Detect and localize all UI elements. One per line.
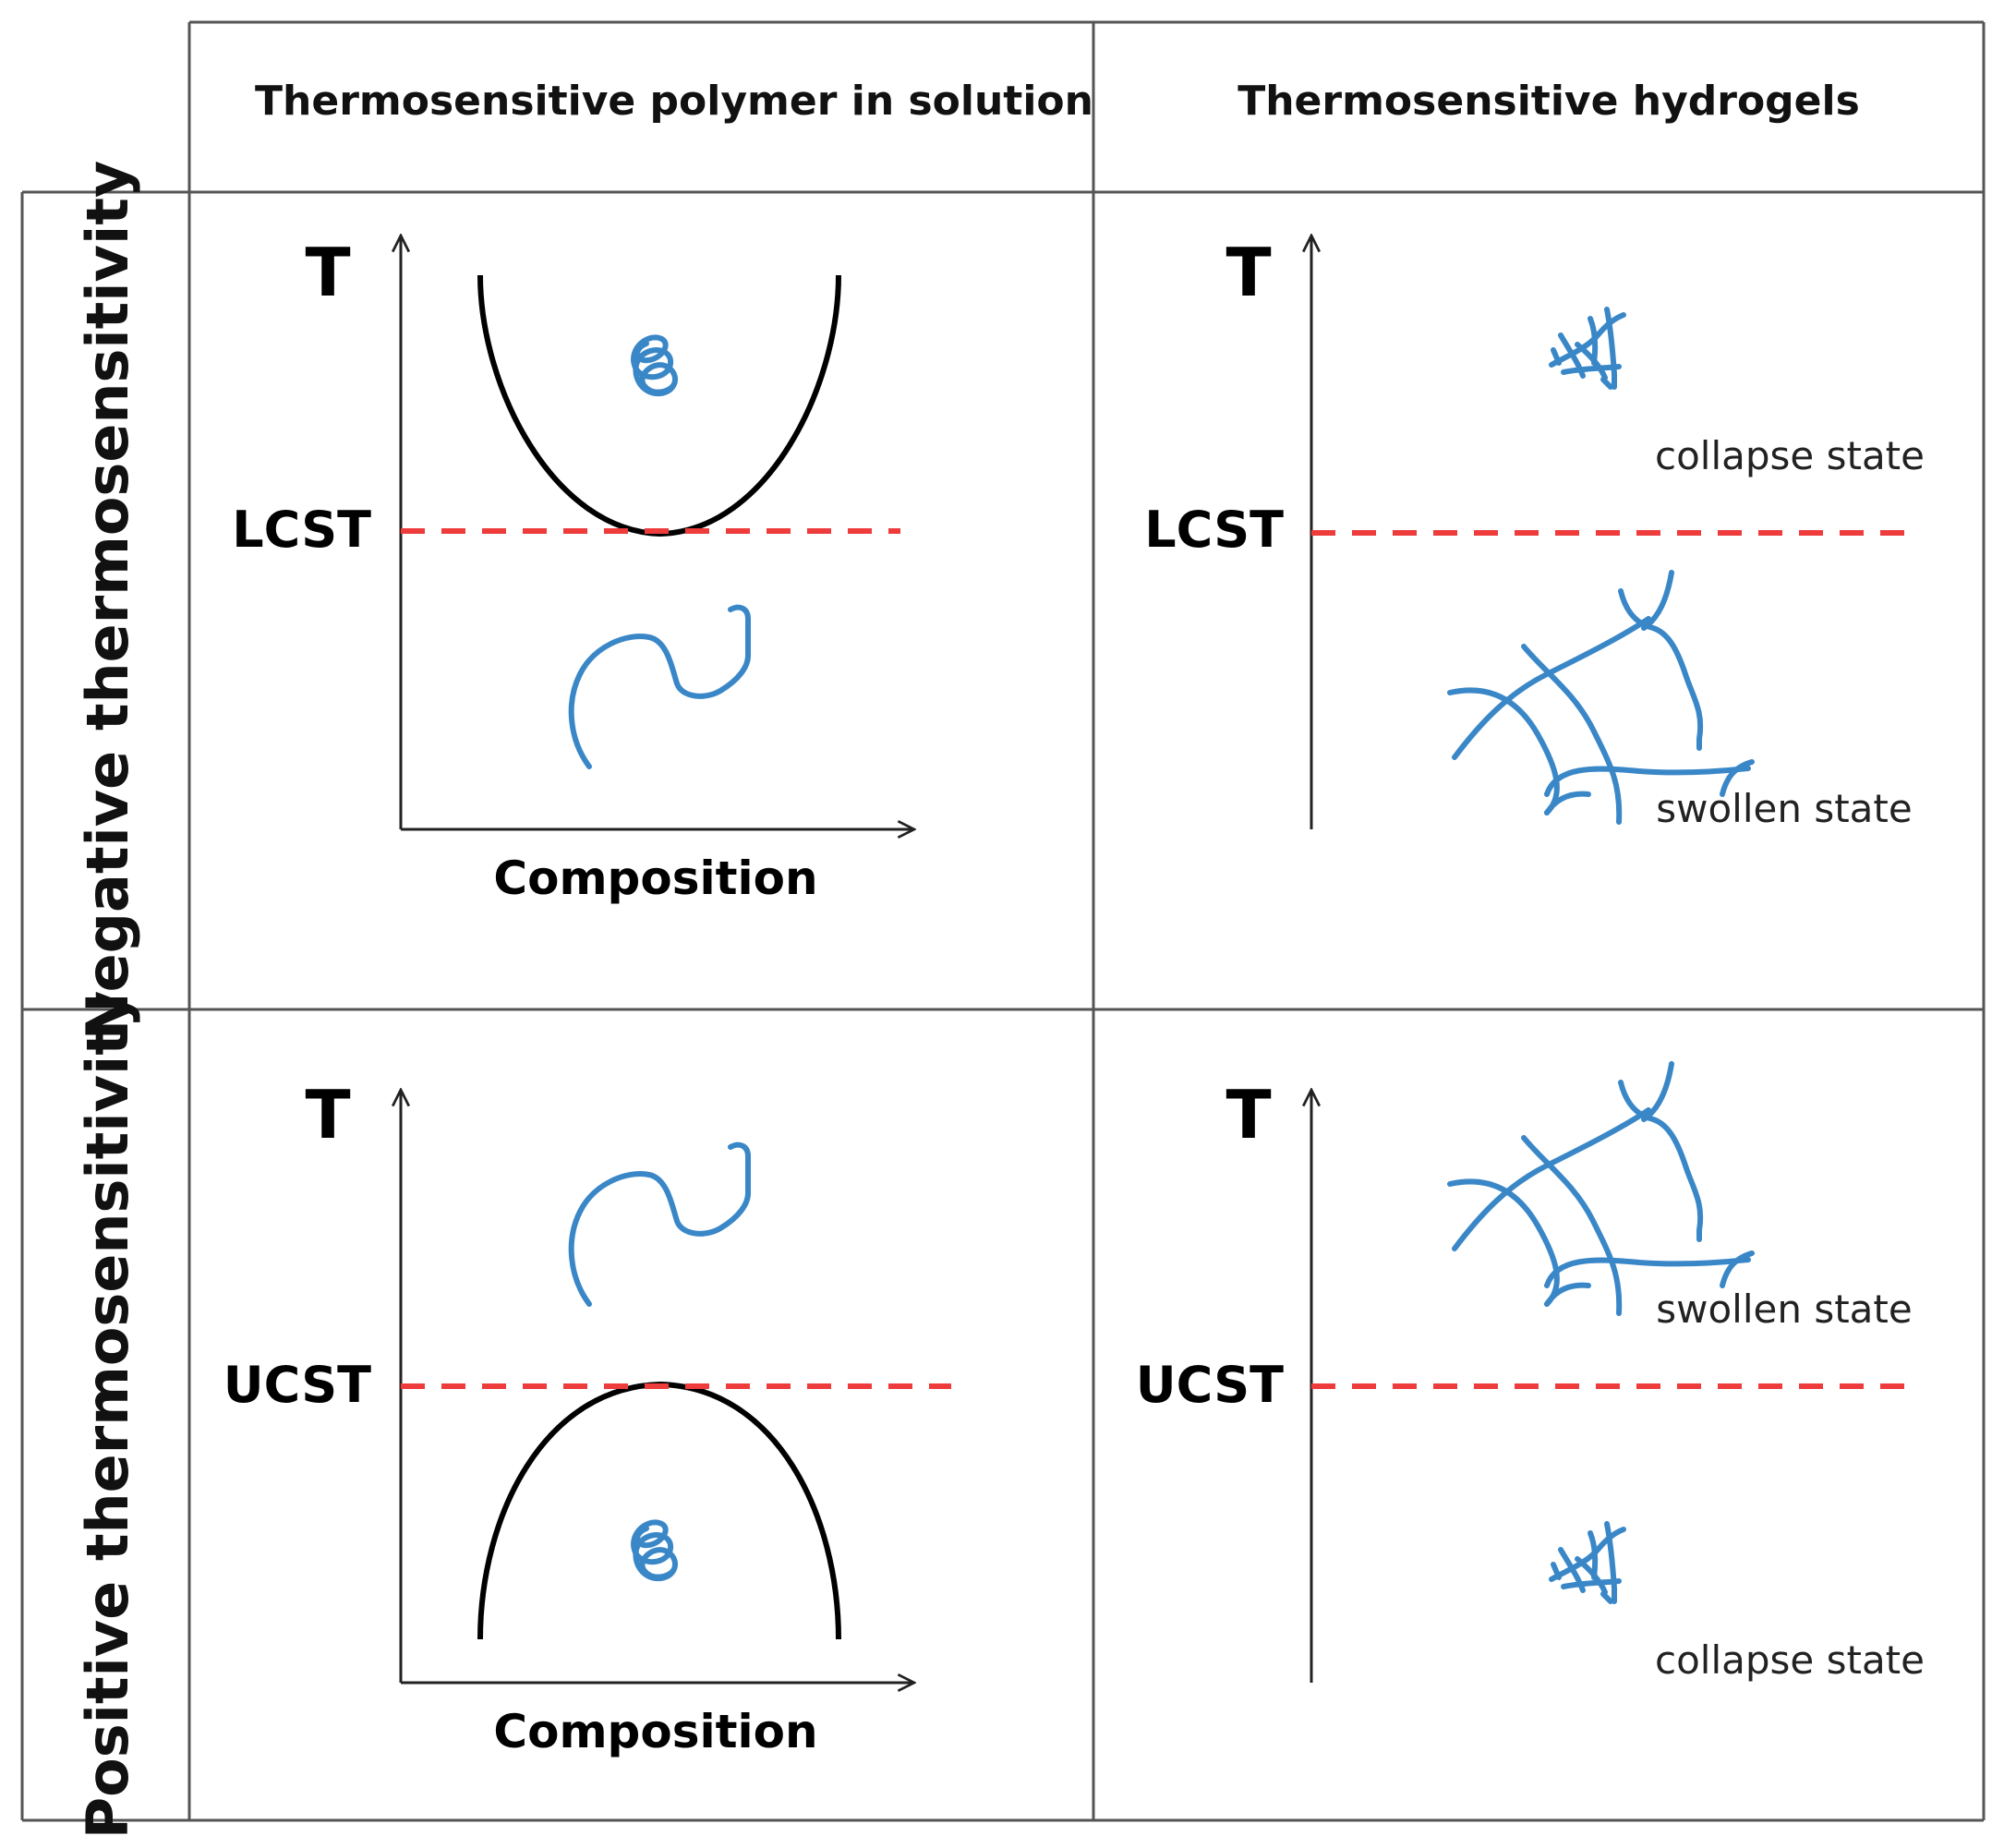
row-header-negative: Negative thermosensitivity xyxy=(74,161,141,1041)
axis-label-composition: Composition xyxy=(493,852,817,905)
collapsed-coil xyxy=(634,1522,675,1578)
axis-label-t: T xyxy=(305,1076,350,1153)
collapsed-network xyxy=(1551,1524,1624,1601)
axis-label-t: T xyxy=(1225,234,1271,311)
row-header-positive: Positive thermosensitivity xyxy=(74,991,141,1840)
axis-label-composition: Composition xyxy=(493,1705,817,1758)
table-grid xyxy=(20,20,1986,1822)
ucst-phase-curve xyxy=(477,1381,841,1640)
lcst-phase-curve xyxy=(477,274,841,537)
swollen-network xyxy=(1450,1064,1752,1313)
state-label-collapse: collapse state xyxy=(1655,433,1925,478)
lcst-label: LCST xyxy=(1144,501,1284,559)
collapsed-network xyxy=(1551,309,1624,387)
panel-positive-solution: T Composition UCST xyxy=(223,1076,951,1758)
column-header-solution: Thermosensitive polymer in solution xyxy=(255,78,1093,125)
panel-negative-solution: T Composition LCST xyxy=(232,234,914,905)
state-label-collapse: collapse state xyxy=(1655,1637,1925,1683)
swollen-network xyxy=(1450,573,1752,822)
ucst-label: UCST xyxy=(1136,1356,1284,1414)
collapsed-coil xyxy=(634,337,675,393)
state-label-swollen: swollen state xyxy=(1656,786,1912,831)
column-header-hydrogels: Thermosensitive hydrogels xyxy=(1237,78,1860,125)
axis-label-t: T xyxy=(305,234,350,311)
extended-chain xyxy=(572,1145,748,1304)
ucst-label: UCST xyxy=(223,1356,371,1414)
lcst-label: LCST xyxy=(232,501,371,559)
panel-positive-hydrogel: T UCST swollen state collapse state xyxy=(1136,1064,1925,1683)
axis-label-t: T xyxy=(1225,1076,1271,1153)
panel-negative-hydrogel: T LCST collapse state swollen state xyxy=(1144,234,1925,831)
extended-chain xyxy=(572,608,748,767)
state-label-swollen: swollen state xyxy=(1656,1286,1912,1332)
